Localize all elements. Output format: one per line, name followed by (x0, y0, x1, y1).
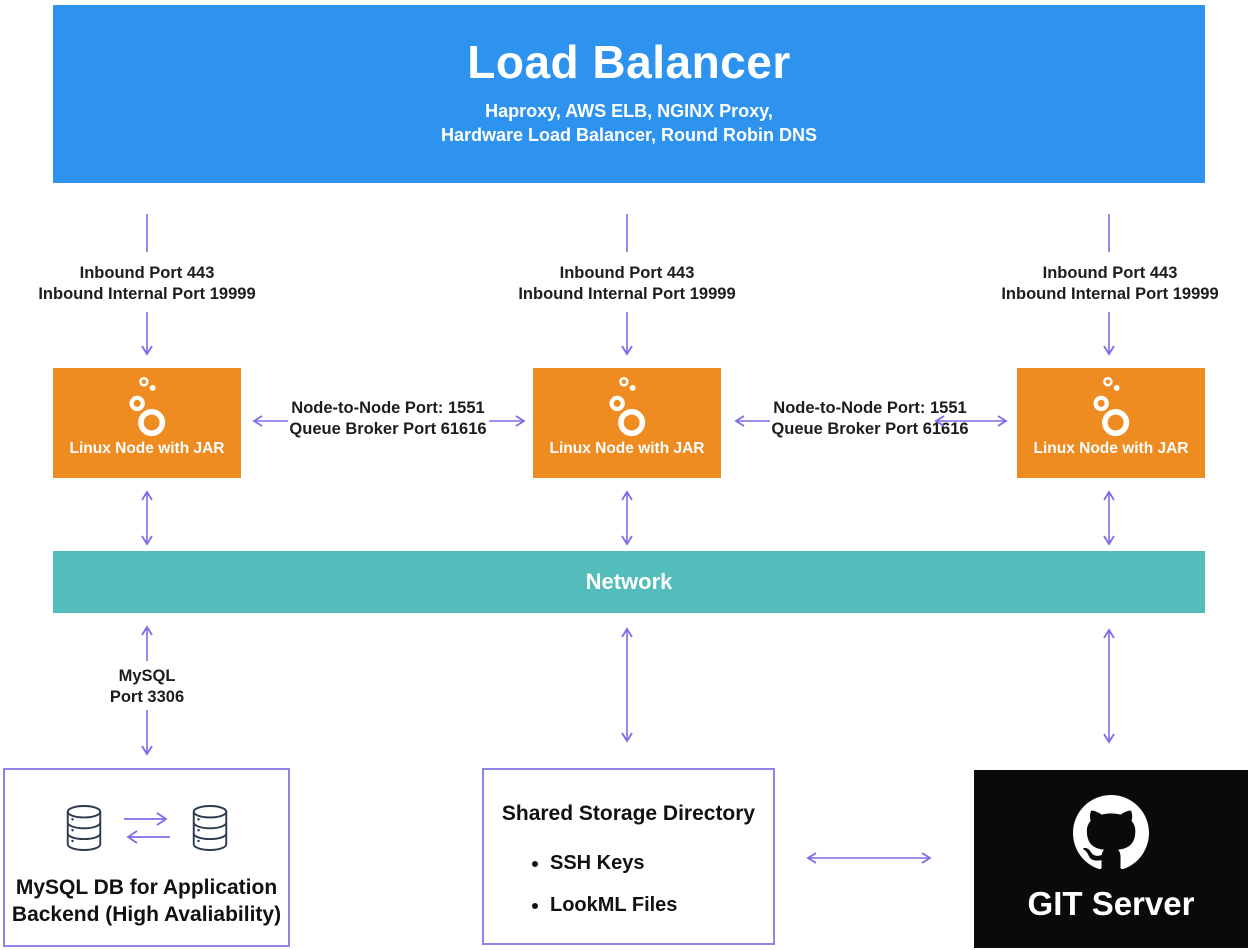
shared-storage-item: LookML Files (550, 894, 773, 917)
node-link-label-right: Node-to-Node Port: 1551 Queue Broker Por… (771, 399, 969, 438)
shared-storage-title: Shared Storage Directory (501, 802, 756, 825)
linux-node-right: Linux Node with JAR (1017, 368, 1205, 478)
inbound-label-center: Inbound Port 443 Inbound Internal Port 1… (518, 264, 736, 303)
looker-bubbles-icon (129, 376, 166, 437)
mysql-db-label: MySQL DB for Application Backend (High A… (11, 876, 282, 927)
database-replication-row (5, 804, 288, 852)
git-server-box: GIT Server (974, 770, 1248, 948)
database-icon (192, 805, 227, 851)
looker-bubbles-icon (609, 376, 646, 437)
load-balancer-subtitle-line1: Haproxy, AWS ELB, NGINX Proxy, (485, 100, 773, 121)
shared-storage-list: SSH Keys LookML Files (550, 852, 773, 917)
load-balancer-subtitle-line2: Hardware Load Balancer, Round Robin DNS (440, 125, 818, 145)
shared-storage-item: SSH Keys (550, 852, 773, 875)
linux-node-left: Linux Node with JAR (53, 368, 241, 478)
sync-arrows-icon (123, 812, 170, 844)
network-label: Network (585, 569, 673, 594)
inbound-label-right: Inbound Port 443 Inbound Internal Port 1… (1001, 264, 1219, 303)
load-balancer-box: Load Balancer Haproxy, AWS ELB, NGINX Pr… (53, 5, 1205, 183)
github-octocat-icon (1073, 795, 1149, 870)
looker-bubbles-icon (1093, 376, 1130, 437)
inbound-label-left: Inbound Port 443 Inbound Internal Port 1… (38, 264, 256, 303)
linux-node-label: Linux Node with JAR (1033, 440, 1189, 457)
linux-node-label: Linux Node with JAR (69, 440, 225, 457)
linux-node-label: Linux Node with JAR (549, 440, 705, 457)
load-balancer-subtitle: Haproxy, AWS ELB, NGINX Proxy, Hardware … (441, 99, 817, 148)
mysql-port-label: MySQL Port 3306 (109, 667, 185, 706)
network-bar: Network (53, 551, 1205, 613)
database-icon (66, 805, 101, 851)
git-server-label: GIT Server (1027, 885, 1195, 922)
linux-node-center: Linux Node with JAR (533, 368, 721, 478)
mysql-db-box: MySQL DB for Application Backend (High A… (3, 768, 290, 947)
load-balancer-title: Load Balancer (467, 35, 791, 88)
node-link-label-left: Node-to-Node Port: 1551 Queue Broker Por… (289, 399, 487, 438)
shared-storage-box: Shared Storage Directory SSH Keys LookML… (482, 768, 775, 945)
